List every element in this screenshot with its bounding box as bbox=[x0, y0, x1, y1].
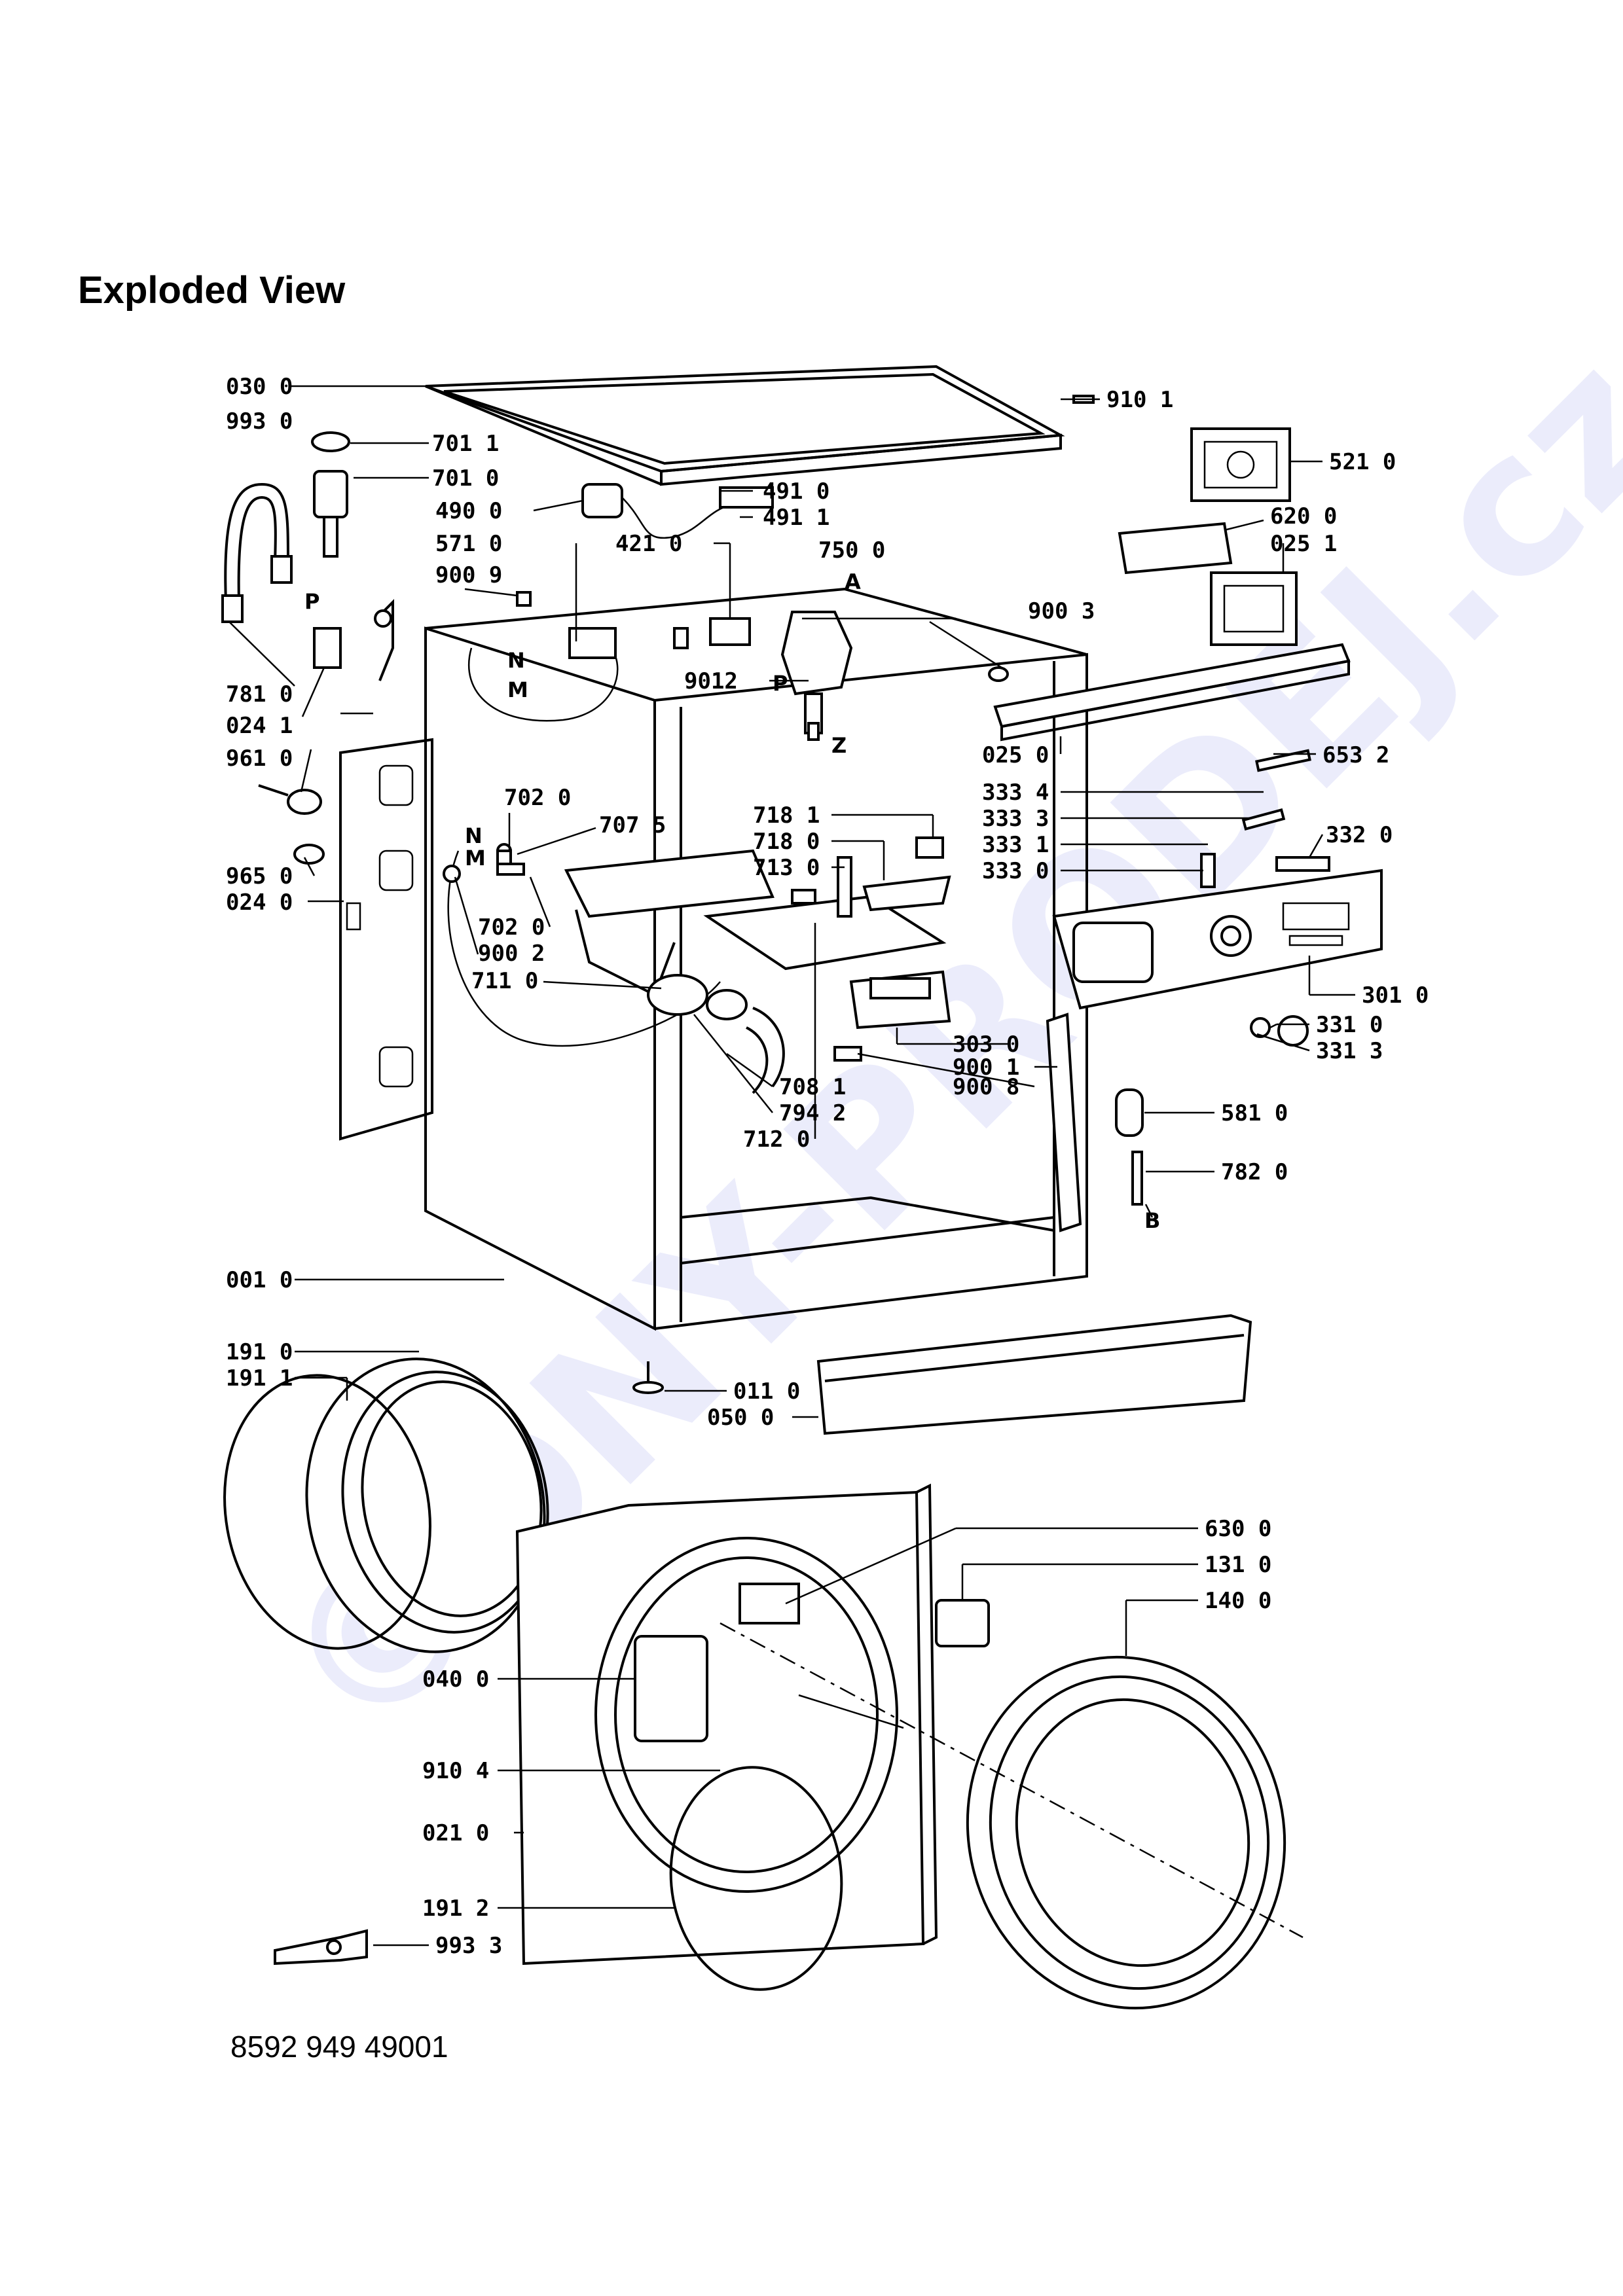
document-number: 8592 949 49001 bbox=[230, 2030, 448, 2064]
part-label-490-0: 490 0 bbox=[435, 498, 502, 524]
front-panel-part bbox=[515, 1483, 938, 1991]
part-label-131-0: 131 0 bbox=[1205, 1552, 1271, 1578]
part-label-900-2: 900 2 bbox=[478, 941, 545, 967]
part-label-713-0: 713 0 bbox=[753, 855, 820, 881]
valve-part bbox=[311, 431, 394, 715]
part-label-718-1: 718 1 bbox=[753, 802, 820, 829]
part-label-011-0: 011 0 bbox=[733, 1378, 800, 1405]
connection-letter-n-top: N bbox=[507, 648, 525, 673]
part-label-333-0: 333 0 bbox=[982, 858, 1049, 884]
part-label-581-0: 581 0 bbox=[1221, 1100, 1288, 1126]
door-ring-part bbox=[966, 1655, 1286, 2010]
part-label-653-2: 653 2 bbox=[1322, 742, 1389, 768]
connection-letter-m-top: M bbox=[507, 677, 528, 702]
door-gasket-part bbox=[223, 1357, 549, 1653]
part-label-191-0: 191 0 bbox=[226, 1339, 293, 1365]
part-label-024-0: 024 0 bbox=[226, 889, 293, 916]
part-label-711-0: 711 0 bbox=[471, 968, 538, 994]
part-label-333-3: 333 3 bbox=[982, 806, 1049, 832]
part-label-040-0: 040 0 bbox=[422, 1666, 489, 1693]
part-label-993-0: 993 0 bbox=[226, 408, 293, 435]
part-label-782-0: 782 0 bbox=[1221, 1159, 1288, 1185]
part-label-707-5: 707 5 bbox=[599, 812, 666, 838]
service-tool-part bbox=[274, 1929, 368, 1965]
part-label-750-0: 750 0 bbox=[818, 537, 885, 564]
part-label-900-3: 900 3 bbox=[1028, 598, 1095, 624]
part-label-993-3: 993 3 bbox=[435, 1933, 502, 1959]
part-label-630-0: 630 0 bbox=[1205, 1516, 1271, 1542]
top-cover-part bbox=[425, 365, 1065, 486]
part-label-331-3: 331 3 bbox=[1316, 1038, 1383, 1064]
connection-letter-n-mid: N bbox=[465, 823, 483, 848]
part-number-labels: 030 0 993 0 701 1 701 0 490 0 571 0 900 … bbox=[226, 374, 1429, 1959]
part-label-421-0: 421 0 bbox=[615, 531, 682, 557]
part-label-708-1: 708 1 bbox=[779, 1074, 846, 1100]
part-label-333-4: 333 4 bbox=[982, 780, 1049, 806]
part-label-900-9: 900 9 bbox=[435, 562, 502, 588]
part-label-900-1: 900 1 bbox=[953, 1054, 1019, 1081]
part-label-521-0: 521 0 bbox=[1329, 449, 1396, 475]
part-label-712-0: 712 0 bbox=[743, 1126, 810, 1153]
part-label-024-1: 024 1 bbox=[226, 713, 293, 739]
part-label-718-0: 718 0 bbox=[753, 829, 820, 855]
back-panel-part bbox=[339, 738, 433, 1141]
page-title: Exploded View bbox=[78, 269, 346, 312]
part-label-9012: 9012 bbox=[684, 668, 738, 694]
connection-letter-p-hose: P bbox=[304, 589, 319, 614]
connection-letter-m-mid: M bbox=[465, 846, 486, 870]
connection-letter-p-pump: P bbox=[773, 671, 788, 696]
part-label-571-0: 571 0 bbox=[435, 531, 502, 557]
part-label-333-1: 333 1 bbox=[982, 832, 1049, 858]
part-label-491-1: 491 1 bbox=[763, 505, 830, 531]
connection-letter-b: B bbox=[1144, 1208, 1160, 1233]
part-label-910-1: 910 1 bbox=[1106, 387, 1173, 413]
filter-part bbox=[1115, 1088, 1144, 1206]
part-label-001-0: 001 0 bbox=[226, 1267, 293, 1293]
pump-part bbox=[780, 611, 853, 741]
part-label-961-0: 961 0 bbox=[226, 745, 293, 772]
leader-lines bbox=[228, 385, 1355, 1946]
part-label-331-0: 331 0 bbox=[1316, 1012, 1383, 1038]
part-label-025-1: 025 1 bbox=[1270, 531, 1337, 557]
dispenser-part bbox=[564, 836, 951, 1094]
part-label-030-0: 030 0 bbox=[226, 374, 293, 400]
connection-letters: A P Z P N M N M B bbox=[304, 569, 1160, 1233]
part-label-781-0: 781 0 bbox=[226, 681, 293, 708]
part-label-021-0: 021 0 bbox=[422, 1820, 489, 1846]
part-label-332-0: 332 0 bbox=[1326, 822, 1393, 848]
top-rail-part bbox=[988, 643, 1351, 742]
part-label-910-4: 910 4 bbox=[422, 1758, 489, 1784]
part-label-303-0: 303 0 bbox=[953, 1031, 1019, 1058]
part-label-702-0: 702 0 bbox=[504, 785, 571, 811]
part-label-701-0: 701 0 bbox=[432, 465, 499, 492]
part-label-702-0-lower: 702 0 bbox=[478, 914, 545, 941]
connection-letter-z: Z bbox=[831, 733, 847, 758]
part-label-701-1: 701 1 bbox=[432, 431, 499, 457]
part-label-965-0: 965 0 bbox=[226, 863, 293, 889]
plinth-part bbox=[632, 1314, 1252, 1435]
pressure-switch-part bbox=[516, 483, 774, 659]
door-lock-part bbox=[935, 1599, 990, 1647]
part-label-794-2: 794 2 bbox=[779, 1100, 846, 1126]
part-label-140-0: 140 0 bbox=[1205, 1588, 1271, 1614]
hose-part bbox=[221, 482, 293, 623]
control-board-part bbox=[1072, 395, 1311, 772]
part-label-620-0: 620 0 bbox=[1270, 503, 1337, 529]
part-label-491-0: 491 0 bbox=[763, 478, 830, 505]
connection-letter-a: A bbox=[845, 569, 861, 594]
part-label-191-1: 191 1 bbox=[226, 1365, 293, 1391]
part-label-025-0: 025 0 bbox=[982, 742, 1049, 768]
part-label-050-0: 050 0 bbox=[707, 1405, 774, 1431]
side-rail-part bbox=[833, 1013, 1082, 1232]
part-label-301-0: 301 0 bbox=[1362, 982, 1429, 1009]
part-label-191-2: 191 2 bbox=[422, 1895, 489, 1922]
part-label-900-8: 900 8 bbox=[953, 1074, 1019, 1100]
